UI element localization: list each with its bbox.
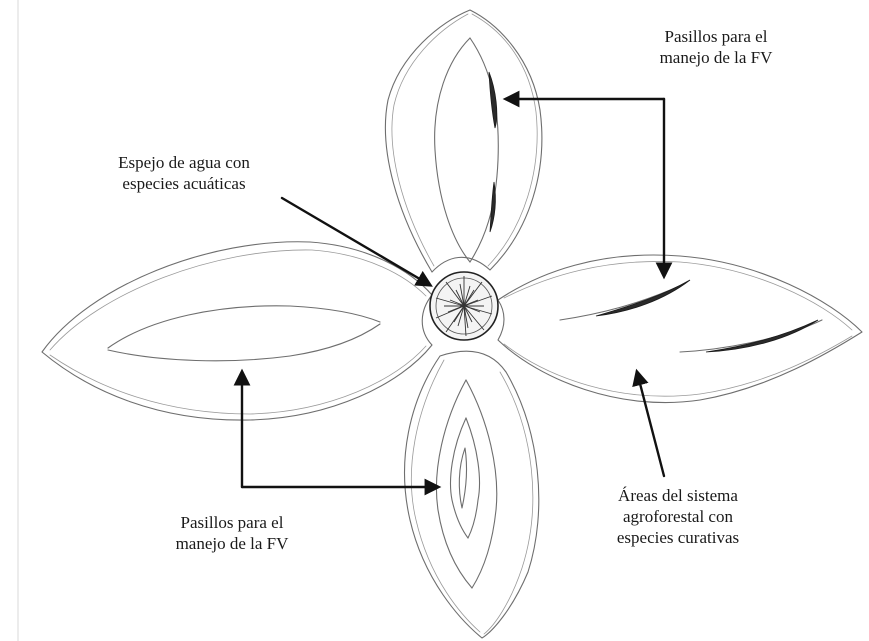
label-corridors-top: Pasillos para el manejo de la FV <box>636 26 796 68</box>
label-agroforestry-line-3: especies curativas <box>588 527 768 548</box>
label-water-mirror-line-1: Espejo de agua con <box>84 152 284 173</box>
label-water-mirror: Espejo de agua con especies acuáticas <box>84 152 284 194</box>
label-corridors-bottom-line-2: manejo de la FV <box>152 533 312 554</box>
label-agroforestry-line-2: agroforestal con <box>588 506 768 527</box>
top-corridor-mark-2 <box>490 182 495 232</box>
label-corridors-bottom: Pasillos para el manejo de la FV <box>152 512 312 554</box>
label-water-mirror-line-2: especies acuáticas <box>84 173 284 194</box>
left-petal <box>42 242 432 420</box>
arrow-top-right-corridors <box>506 99 664 276</box>
water-mirror-center <box>430 272 498 340</box>
label-corridors-top-line-2: manejo de la FV <box>636 47 796 68</box>
label-corridors-top-line-1: Pasillos para el <box>636 26 796 47</box>
label-agroforestry-line-1: Áreas del sistema <box>588 485 768 506</box>
right-corridor-mark-1 <box>596 280 690 316</box>
label-corridors-bottom-line-1: Pasillos para el <box>152 512 312 533</box>
bottom-petal <box>405 351 539 638</box>
top-corridor-mark-1 <box>489 72 497 128</box>
arrow-agroforestry-areas <box>637 372 664 476</box>
top-petal <box>385 10 541 272</box>
right-petal <box>498 255 862 403</box>
label-agroforestry-areas: Áreas del sistema agroforestal con espec… <box>588 485 768 548</box>
